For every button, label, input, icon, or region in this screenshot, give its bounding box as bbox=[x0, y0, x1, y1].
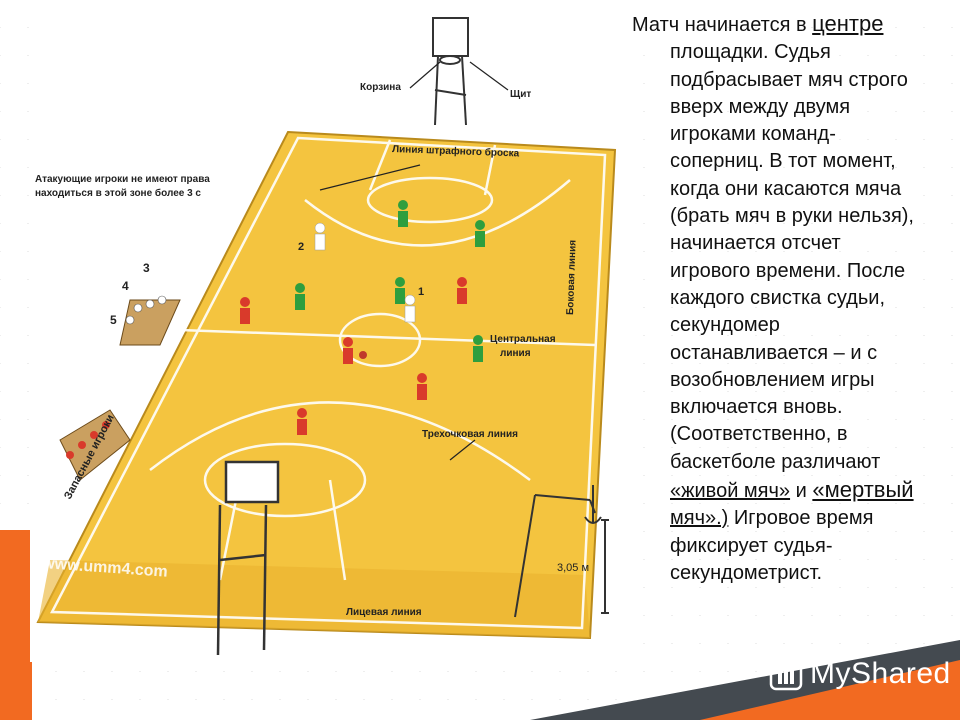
near-backboard bbox=[216, 460, 280, 656]
label-num-2: 2 bbox=[298, 241, 304, 253]
label-free-throw-line: Линия штрафного броска bbox=[392, 143, 520, 159]
text-line-3: подбрасывает мяч строго bbox=[670, 68, 908, 91]
left-accent bbox=[0, 530, 32, 720]
link-dead-ball[interactable]: «мертвый bbox=[812, 477, 914, 503]
text-line-8: (брать мяч в руки нельзя), bbox=[670, 205, 914, 228]
hoop-height-diagram: 3,05 м bbox=[505, 485, 625, 625]
text-line-11: каждого свистка судьи, bbox=[670, 286, 885, 309]
text-line-9: начинается отсчет bbox=[670, 232, 841, 255]
label-center-line-2: линия bbox=[500, 348, 531, 359]
text-line-17: баскетболе различают bbox=[670, 450, 881, 473]
height-label: 3,05 м bbox=[557, 562, 589, 574]
myshared-watermark[interactable]: MyShared bbox=[768, 654, 951, 694]
text-line-21: секундометрист. bbox=[670, 561, 823, 584]
myshared-logo-icon bbox=[769, 657, 803, 691]
text-line-18: «живой мяч» и «мертвый bbox=[670, 477, 914, 503]
text-line-1: Матч начинается в центре bbox=[632, 11, 884, 36]
label-three-point: Трехочковая линия bbox=[422, 429, 518, 440]
link-live-ball[interactable]: «живой мяч» bbox=[670, 480, 791, 503]
text-line-19: мяч».) Игровое время bbox=[670, 507, 874, 530]
team-bench bbox=[59, 295, 181, 481]
slide-text: Матч начинается в центре площадки. Судья… bbox=[632, 10, 950, 587]
label-basket: Корзина bbox=[360, 82, 401, 93]
label-num-4: 4 bbox=[122, 279, 129, 293]
text-line-20: фиксирует судья- bbox=[670, 534, 833, 557]
label-end-line: Лицевая линия bbox=[346, 607, 422, 618]
text-line-5: игроками команд- bbox=[670, 123, 836, 146]
label-num-5: 5 bbox=[110, 313, 117, 327]
text-line-10: игрового времени. После bbox=[670, 259, 906, 282]
players bbox=[240, 200, 485, 435]
text-line-14: возобновлением игры bbox=[670, 368, 875, 391]
text-line-2: площадки. Судья bbox=[670, 41, 831, 64]
label-center-line-1: Центральная bbox=[490, 334, 556, 345]
label-sideline: Боковая линия bbox=[565, 240, 579, 315]
text-line-6: соперниц. В тот момент, bbox=[670, 150, 896, 173]
far-backboard bbox=[432, 17, 469, 126]
link-dead-ball-end[interactable]: мяч».) bbox=[670, 507, 729, 530]
text-line-16: (Соответственно, в bbox=[670, 423, 848, 446]
text-line-15: включается вновь. bbox=[670, 396, 843, 419]
label-num-1: 1 bbox=[418, 286, 424, 298]
label-zone-note-1: Атакующие игроки не имеют права bbox=[35, 174, 210, 185]
link-center[interactable]: центре bbox=[812, 11, 884, 36]
text-line-4: вверх между двумя bbox=[670, 95, 851, 118]
basketball-court-diagram: Корзина Щит Линия штрафного броска Атаку… bbox=[30, 0, 628, 662]
label-backboard: Щит bbox=[510, 89, 531, 100]
text-line-7: когда они касаются мяча bbox=[670, 177, 902, 200]
text-line-13: останавливается – и с bbox=[670, 341, 878, 364]
watermark-text: MyShared bbox=[810, 657, 951, 690]
footer-accent-orange bbox=[700, 660, 960, 720]
label-zone-note-2: находиться в этой зоне более 3 с bbox=[35, 187, 201, 199]
label-num-3: 3 bbox=[143, 261, 150, 275]
text-line-12: секундомер bbox=[670, 314, 780, 337]
